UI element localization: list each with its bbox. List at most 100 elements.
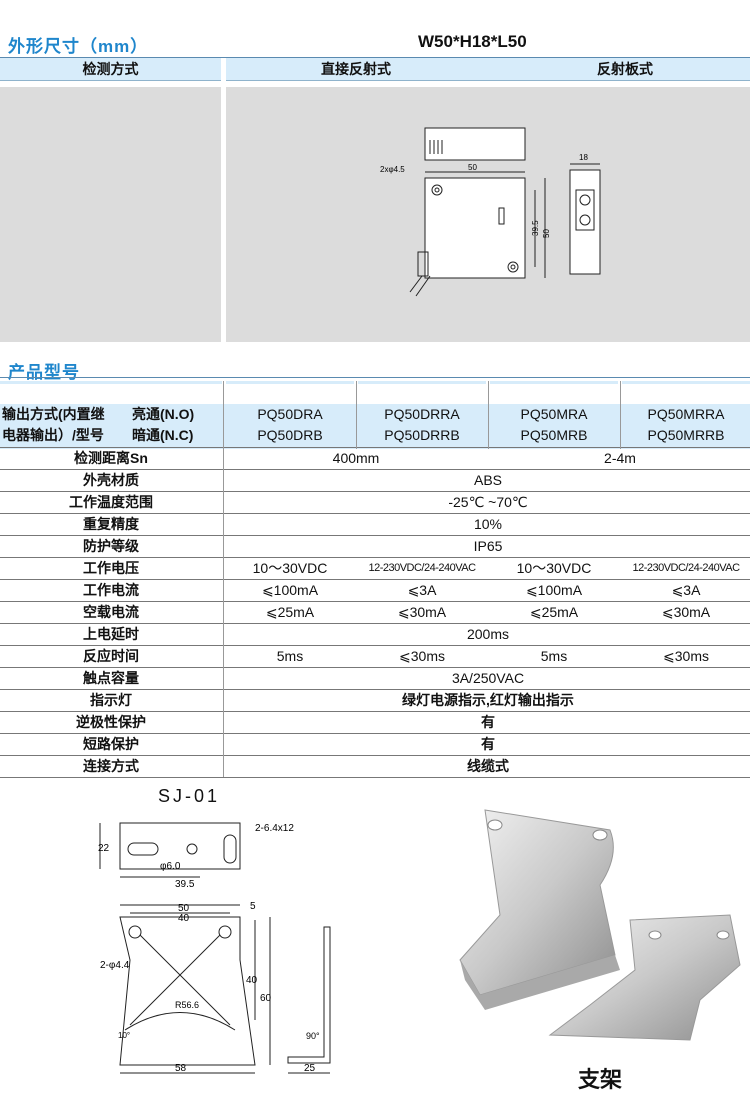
column-divider [223, 381, 224, 777]
spec-shortcircuit: 有 [481, 736, 495, 752]
spec-label-distance: 检测距离Sn [74, 450, 148, 466]
width-18: 18 [579, 153, 588, 162]
bracket-angle-90: 90° [306, 1031, 320, 1041]
divider [0, 377, 750, 378]
bracket-d40: 40 [178, 913, 190, 924]
divider [0, 513, 750, 514]
spec-contact: 3A/250VAC [451, 670, 525, 686]
spec-noload-4: ⩽30mA [661, 604, 711, 620]
divider [0, 689, 750, 690]
spec-current-3: ⩽100mA [525, 582, 583, 598]
model-section-title: 产品型号 [8, 363, 80, 382]
height-395: 39.5 [531, 220, 540, 236]
header-stripe [226, 381, 354, 384]
image-panel-left [0, 87, 221, 342]
bracket-angle-10: 10° [118, 1031, 130, 1040]
divider [0, 623, 750, 624]
direct-label: 直接反射式 [321, 61, 391, 77]
spec-current-4: ⩽3A [671, 582, 701, 598]
hole-note: 2xφ4.5 [380, 165, 405, 174]
bracket-drawing: 2-6.4x12 22 φ6.0 39.5 50 40 5 2-φ4.4 R56… [98, 822, 331, 1074]
bracket-photo [459, 809, 741, 1041]
spec-label-connection: 连接方式 [83, 758, 139, 774]
output-label-2: 电器输出）/型号 [2, 427, 104, 443]
spec-indicator: 绿灯电源指示,红灯输出指示 [402, 692, 574, 708]
width-50: 50 [468, 163, 477, 172]
header-stripe [490, 381, 618, 384]
nc-label: 暗通(N.C) [132, 427, 194, 443]
divider [0, 491, 750, 492]
model-nc-1: PQ50DRB [257, 427, 323, 443]
spec-label-material: 外壳材质 [83, 472, 139, 488]
column-divider [488, 381, 489, 449]
divider [0, 469, 750, 470]
spec-voltage-4: 12-230VDC/24-240VAC [632, 562, 740, 574]
divider [0, 711, 750, 712]
spec-distance-direct: 400mm [332, 450, 380, 466]
spec-response-3: 5ms [540, 648, 568, 664]
divider [0, 447, 750, 448]
spec-label-indicator: 指示灯 [90, 692, 132, 708]
spec-label-response: 反应时间 [83, 648, 139, 664]
divider [0, 557, 750, 558]
bracket-d25: 25 [304, 1063, 316, 1074]
bracket-d58: 58 [175, 1063, 187, 1074]
model-nc-2: PQ50DRRB [384, 427, 460, 443]
bracket-d40v: 40 [246, 975, 258, 986]
spec-noload-3: ⩽25mA [529, 604, 579, 620]
model-no-2: PQ50DRRA [384, 406, 460, 422]
model-no-1: PQ50DRA [257, 406, 323, 422]
height-50: 50 [542, 229, 551, 238]
spec-label-reverse: 逆极性保护 [76, 714, 146, 730]
bracket-model: SJ-01 [158, 786, 221, 806]
size-header-left [0, 58, 221, 81]
spec-label-poweron: 上电延时 [83, 626, 139, 642]
spec-label-voltage: 工作电压 [83, 560, 139, 576]
divider [0, 755, 750, 756]
spec-label-protection: 防护等级 [83, 538, 139, 554]
no-label: 亮通(N.O) [132, 406, 195, 422]
bracket-d395: 39.5 [175, 879, 195, 890]
column-divider [620, 381, 621, 449]
divider [0, 57, 750, 58]
spec-label-noload: 空载电流 [83, 604, 139, 620]
model-rows-bg [0, 404, 750, 449]
spec-voltage-3: 10～30VDC [516, 560, 592, 576]
spec-noload-1: ⩽25mA [265, 604, 315, 620]
model-no-3: PQ50MRA [520, 406, 588, 422]
column-divider [356, 381, 357, 449]
bracket-slot-dim: 2-6.4x12 [255, 823, 294, 834]
spec-voltage-1: 10～30VDC [252, 560, 328, 576]
divider [0, 777, 750, 778]
divider [0, 667, 750, 668]
spec-reverse: 有 [481, 714, 495, 730]
model-nc-3: PQ50MRB [520, 427, 588, 443]
divider [0, 535, 750, 536]
divider [0, 579, 750, 580]
reflector-label: 反射板式 [597, 61, 653, 77]
header-stripe [0, 381, 222, 384]
model-nc-4: PQ50MRRB [647, 427, 725, 443]
divider [0, 733, 750, 734]
bracket-hole: 2-φ4.4 [100, 960, 130, 971]
spec-protection: IP65 [473, 538, 503, 554]
spec-temperature: -25℃ ~70℃ [448, 494, 528, 510]
bracket-d5: 5 [250, 901, 256, 912]
sensor-dimension-drawing: 2xφ4.5 50 39.5 50 18 [380, 127, 601, 297]
bracket-d22: 22 [98, 843, 110, 854]
spec-voltage-2: 12-230VDC/24-240VAC [368, 562, 476, 574]
bracket-d60: 60 [260, 993, 272, 1004]
spec-material: ABS [473, 472, 502, 488]
bracket-caption: 支架 [578, 1067, 623, 1092]
output-label-1: 输出方式(内置继 [2, 406, 105, 422]
spec-poweron: 200ms [466, 626, 510, 642]
model-no-4: PQ50MRRA [647, 406, 725, 422]
spec-label-shortcircuit: 短路保护 [83, 736, 139, 752]
spec-distance-reflector: 2-4m [604, 450, 636, 466]
header-stripe [622, 381, 750, 384]
spec-current-1: ⩽100mA [261, 582, 319, 598]
spec-response-1: 5ms [276, 648, 304, 664]
spec-label-repeat: 重复精度 [83, 516, 139, 532]
spec-current-2: ⩽3A [407, 582, 437, 598]
spec-response-4: ⩽30ms [663, 648, 709, 664]
